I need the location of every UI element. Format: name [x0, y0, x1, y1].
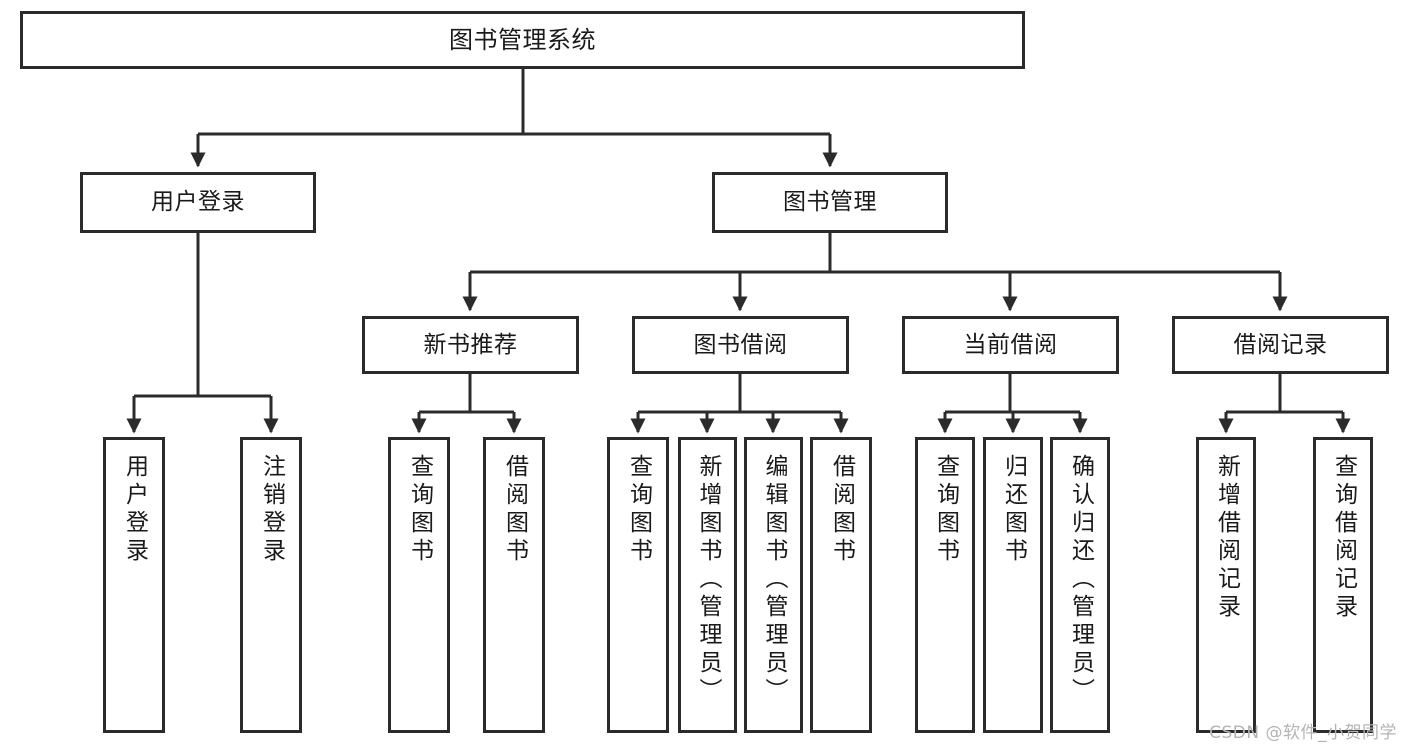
node-leaf-bb-query[interactable]: 查询图书: [607, 437, 669, 733]
node-book-borrow-label: 图书借阅: [693, 331, 788, 358]
node-leaf-br-add[interactable]: 新增借阅记录: [1196, 437, 1256, 733]
watermark: CSDN @软件_小贺同学: [1209, 723, 1397, 743]
node-new-book-rec[interactable]: 新书推荐: [362, 316, 579, 374]
node-leaf-bb-borrow-label: 借阅图书: [828, 454, 855, 566]
node-leaf-br-query-label: 查询借阅记录: [1330, 454, 1357, 622]
node-leaf-rec-borrow-label: 借阅图书: [501, 454, 528, 566]
node-leaf-bb-edit[interactable]: 编辑图书（管理员）: [744, 437, 803, 733]
node-root[interactable]: 图书管理系统: [20, 11, 1025, 69]
node-leaf-cb-return-label: 归还图书: [1000, 454, 1027, 566]
node-leaf-bb-query-label: 查询图书: [625, 454, 652, 566]
node-leaf-bb-borrow[interactable]: 借阅图书: [810, 437, 872, 733]
node-current-borrow[interactable]: 当前借阅: [902, 316, 1119, 374]
node-leaf-user-login[interactable]: 用户登录: [103, 437, 165, 733]
node-book-manage-label: 图书管理: [783, 189, 877, 216]
node-book-borrow[interactable]: 图书借阅: [632, 316, 849, 374]
node-leaf-user-logout[interactable]: 注销登录: [240, 437, 302, 733]
node-leaf-bb-add[interactable]: 新增图书（管理员）: [678, 437, 737, 733]
node-new-book-rec-label: 新书推荐: [423, 331, 518, 358]
node-book-manage[interactable]: 图书管理: [712, 172, 948, 233]
node-borrow-record[interactable]: 借阅记录: [1172, 316, 1389, 374]
node-leaf-cb-query[interactable]: 查询图书: [915, 437, 975, 733]
node-leaf-cb-confirm[interactable]: 确认归还（管理员）: [1050, 437, 1110, 733]
node-leaf-bb-add-label: 新增图书（管理员）: [695, 454, 721, 706]
node-leaf-user-login-label: 用户登录: [121, 454, 148, 566]
node-leaf-cb-return[interactable]: 归还图书: [983, 437, 1043, 733]
node-root-label: 图书管理系统: [449, 26, 596, 54]
node-leaf-user-logout-label: 注销登录: [258, 454, 285, 566]
node-leaf-rec-query[interactable]: 查询图书: [388, 437, 450, 733]
node-leaf-cb-query-label: 查询图书: [932, 454, 959, 566]
node-leaf-br-add-label: 新增借阅记录: [1213, 454, 1240, 622]
node-leaf-rec-borrow[interactable]: 借阅图书: [483, 437, 545, 733]
node-current-borrow-label: 当前借阅: [963, 331, 1058, 358]
node-leaf-rec-query-label: 查询图书: [406, 454, 433, 566]
node-leaf-bb-edit-label: 编辑图书（管理员）: [761, 454, 787, 706]
node-borrow-record-label: 借阅记录: [1233, 331, 1328, 358]
node-leaf-br-query[interactable]: 查询借阅记录: [1313, 437, 1373, 733]
node-user-login-label: 用户登录: [151, 189, 245, 216]
node-user-login[interactable]: 用户登录: [80, 172, 316, 233]
node-leaf-cb-confirm-label: 确认归还（管理员）: [1067, 454, 1094, 706]
